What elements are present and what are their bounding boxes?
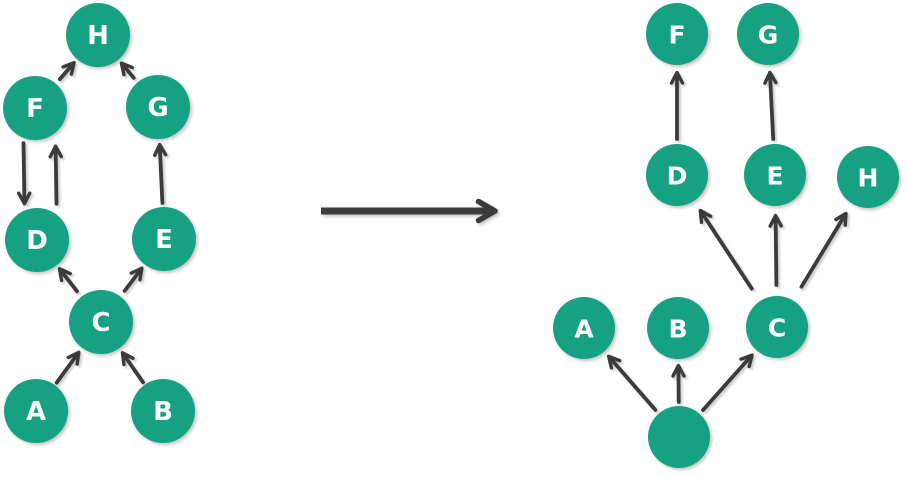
- graph-node-F: [3, 76, 67, 140]
- graph-node-E: [132, 207, 196, 271]
- graph-node-label-D: D: [26, 226, 48, 256]
- graph-node-D: [646, 144, 708, 206]
- graph-node-root: [648, 406, 710, 468]
- graph-node-label-G: G: [758, 21, 779, 50]
- graph-node-H: [837, 146, 899, 208]
- graph-node-label-A: A: [26, 397, 46, 427]
- graph-node-label-D: D: [667, 162, 688, 191]
- edge-D-F: [48, 144, 63, 206]
- edge-E-G: [152, 142, 168, 205]
- graph-node-D: [5, 208, 69, 272]
- graph-node-label-G: G: [147, 93, 168, 123]
- edge-C-D: [57, 267, 79, 294]
- graph-node-G: [737, 3, 799, 65]
- graph-node-label-F: F: [26, 94, 44, 124]
- edge-C-E: [768, 213, 783, 287]
- graph-node-label-C: C: [91, 308, 110, 338]
- edge-C-E: [122, 266, 144, 293]
- edge-A-C: [54, 350, 81, 385]
- edge-G-H: [119, 61, 136, 80]
- edge-C-H: [799, 211, 848, 289]
- graph-node-E: [744, 144, 806, 206]
- edge-R-A: [606, 354, 658, 412]
- graph-node-label-B: B: [668, 315, 687, 344]
- graph-node-label-C: C: [768, 314, 786, 343]
- graph-node-C: [69, 290, 133, 354]
- source-graph: H F G D E C A B: [3, 3, 196, 443]
- edge-F-H: [57, 60, 76, 82]
- edge-R-C: [701, 353, 754, 413]
- graph-node-label-H: H: [87, 21, 109, 51]
- edge-F-D: [17, 141, 32, 206]
- graph-node-label-B: B: [153, 397, 173, 427]
- graph-node-F: [646, 3, 708, 65]
- graph-node-A: [553, 297, 615, 359]
- graph-node-B: [647, 297, 709, 359]
- graph-node-label-F: F: [668, 21, 685, 50]
- graph-node-label-A: A: [574, 315, 594, 344]
- edge-E-G: [763, 70, 778, 141]
- graph-node-H: [66, 3, 130, 67]
- result-graph: F G D E H A B C: [553, 3, 899, 468]
- graph-node-label-H: H: [858, 164, 879, 193]
- graph-node-G: [126, 75, 190, 139]
- graph-node-C: [746, 296, 808, 358]
- graph-node-label-E: E: [766, 162, 783, 191]
- graph-node-B: [131, 379, 195, 443]
- graph-node-label-E: E: [155, 225, 173, 255]
- graph-node-A: [4, 379, 68, 443]
- edge-B-C: [120, 351, 145, 385]
- edge-C-D: [698, 208, 754, 291]
